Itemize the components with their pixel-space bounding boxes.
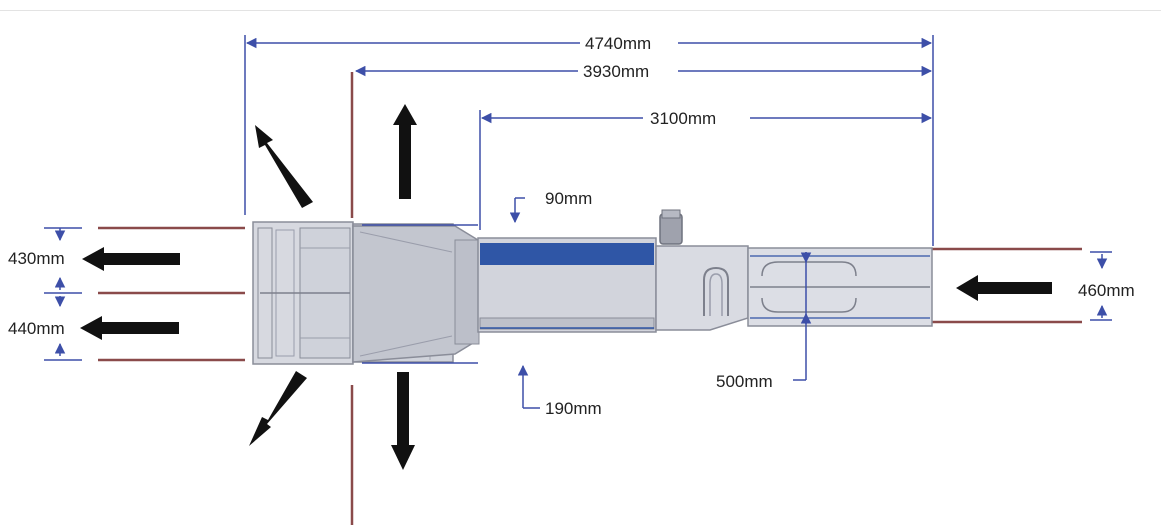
conveyor-section (477, 237, 657, 333)
entry-race (747, 247, 933, 327)
dim-label-overall-length: 4740mm (585, 34, 651, 53)
arrow-left-lower-icon (80, 316, 179, 340)
dim-label-crate-to-exit: 3930mm (583, 62, 649, 81)
dim-label-race-length: 3100mm (650, 109, 716, 128)
dimension-labels: 4740mm 3930mm 3100mm 90mm 190mm 430mm 44… (8, 34, 1135, 418)
arrow-up-icon (393, 104, 417, 199)
dim-label-bottom-gap: 190mm (545, 399, 602, 418)
arrow-left-upper-icon (82, 247, 180, 271)
top-divider (0, 10, 1161, 11)
dim-label-exit-lower-width: 440mm (8, 319, 65, 338)
fence-lines (98, 72, 1082, 525)
exit-frame (252, 221, 354, 365)
middle-housing (655, 245, 749, 331)
dim-label-race-width: 500mm (716, 372, 773, 391)
arrow-entry-left-icon (956, 275, 1052, 301)
conveyor-belt-blue (480, 243, 654, 265)
dim-label-entry-width: 460mm (1078, 281, 1135, 300)
machine-body (252, 209, 933, 365)
dimension-lines (44, 35, 1112, 409)
flow-arrows (80, 104, 1052, 470)
arrow-down-left-icon (249, 371, 307, 446)
funnel-section (352, 225, 480, 363)
arrow-up-left-icon (255, 125, 313, 208)
dim-label-exit-upper-width: 430mm (8, 249, 65, 268)
motor-box (659, 209, 683, 245)
dim-label-top-gap: 90mm (545, 189, 592, 208)
arrow-down-icon (391, 372, 415, 470)
